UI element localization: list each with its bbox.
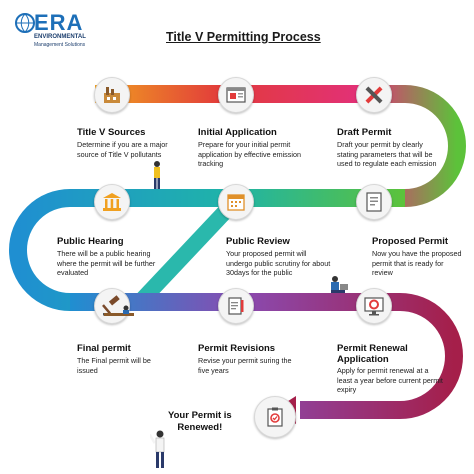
step-4-title: Public Hearing — [57, 236, 124, 247]
step-5-desc: Your proposed permit will undergo public… — [226, 249, 331, 277]
browser-window-icon — [226, 87, 246, 103]
step-8-desc: Revise your permit suring the five years — [198, 356, 292, 375]
step-2-node — [218, 77, 254, 113]
logo-name: ERA — [34, 10, 84, 35]
step-9-desc: Apply for permit renewal at a least a ye… — [337, 366, 443, 394]
step-5-title: Public Review — [226, 236, 290, 247]
clipboard-check-icon — [267, 407, 283, 427]
step-3-desc: Draft your permit by clearly stating par… — [337, 140, 437, 168]
step-3-title: Draft Permit — [337, 127, 392, 138]
calendar-icon — [227, 194, 245, 211]
courthouse-icon — [103, 193, 121, 211]
road-segment-middle — [9, 189, 405, 311]
seated-person-laptop-figure — [331, 276, 348, 293]
step-7-node — [94, 288, 130, 324]
step-9-title: Permit Renewal Application — [337, 343, 408, 365]
step-7-desc: The Final permit will be issued — [77, 356, 151, 375]
step-4-desc: There will be a public hearing where the… — [57, 249, 156, 277]
monitor-chart-icon — [364, 297, 384, 316]
step-1-node — [94, 77, 130, 113]
step-1-desc: Determine if you are a major source of T… — [77, 140, 168, 159]
final-message: Your Permit is Renewed! — [168, 410, 232, 434]
road-diagonal — [134, 192, 244, 308]
standing-person-figure — [154, 161, 160, 189]
step-2-title: Initial Application — [198, 127, 277, 138]
step-4-node — [94, 184, 130, 220]
page-title: Title V Permitting Process — [166, 30, 321, 44]
logo-subtitle-1: ENVIRONMENTAL — [34, 34, 86, 40]
celebrating-person-figure — [150, 430, 165, 468]
road-segment-top — [95, 85, 466, 207]
step-6-node — [356, 184, 392, 220]
step-2-desc: Prepare for your initial permit applicat… — [198, 140, 301, 168]
document-icon — [366, 192, 382, 212]
factory-icon — [104, 87, 120, 103]
notepad-pen-icon — [228, 297, 244, 315]
globe-icon — [15, 13, 35, 33]
final-line-1: Your Permit is — [168, 410, 232, 421]
step-5-node — [218, 184, 254, 220]
step-8-node — [218, 288, 254, 324]
step-7-title: Final permit — [77, 343, 131, 354]
desk-worker-figure — [104, 305, 134, 316]
step-8-title: Permit Revisions — [198, 343, 276, 354]
step-9-node — [356, 288, 392, 324]
logo-subtitle-2: Management Solutions — [34, 42, 86, 48]
step-6-title: Proposed Permit — [372, 236, 449, 247]
ruler-pencil-icon — [365, 86, 383, 104]
step-1-title: Title V Sources — [77, 127, 146, 138]
step-6-desc: Now you have the proposed permit that is… — [372, 249, 462, 277]
road-segment-bottom — [70, 293, 463, 419]
final-node — [254, 396, 296, 438]
company-logo: ERA ENVIRONMENTAL Management Solutions — [14, 10, 94, 50]
final-line-2: Renewed! — [177, 422, 223, 433]
step-3-node — [356, 77, 392, 113]
